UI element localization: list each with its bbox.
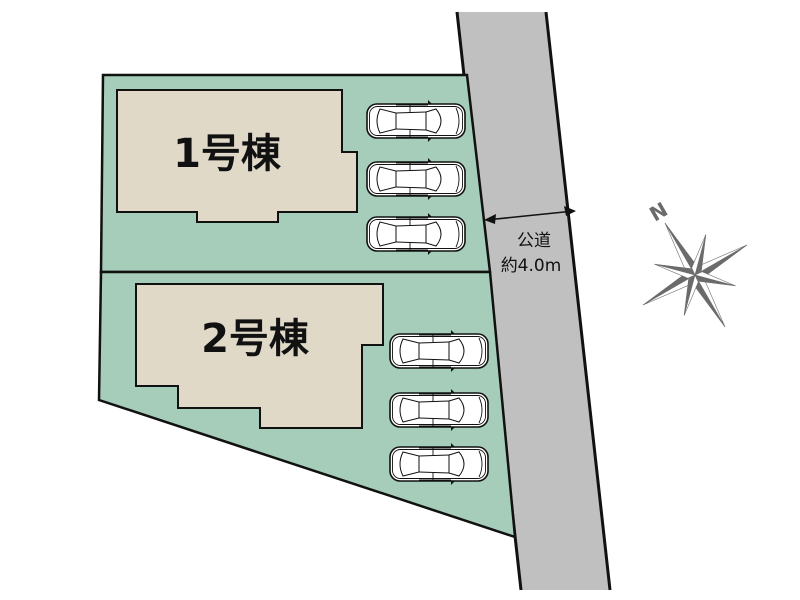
arrow-left-icon: [484, 214, 496, 224]
road-width-dimension: 公道 約4.0m: [484, 206, 576, 276]
car-icon: [389, 388, 489, 432]
road-width-label: 約4.0m: [501, 256, 562, 276]
dimension-line: [485, 210, 575, 221]
car-icon: [366, 157, 466, 201]
car-icon: [366, 99, 466, 143]
compass-north-label: N: [645, 197, 672, 226]
car-icon: [389, 442, 489, 486]
arrow-right-icon: [564, 206, 576, 216]
road-edge-right: [544, 11, 612, 591]
car-icon: [389, 329, 489, 373]
building-2-label: 2号棟: [201, 316, 310, 362]
parking-lot-1: [366, 99, 466, 256]
compass-rose-icon: N: [642, 197, 748, 328]
building-1-label: 1号棟: [173, 131, 282, 177]
public-road: [457, 12, 610, 590]
building-2-footprint: [135, 283, 384, 429]
car-icon: [366, 212, 466, 256]
road-type-label: 公道: [517, 231, 551, 251]
parking-lot-2: [389, 329, 489, 486]
building-1-footprint: [116, 89, 358, 223]
